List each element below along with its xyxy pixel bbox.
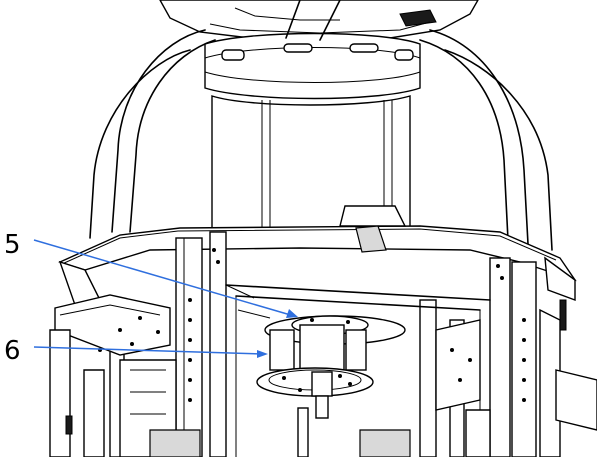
spindle-assembly <box>256 315 406 457</box>
support-arms <box>89 0 553 251</box>
upper-ring <box>204 32 421 100</box>
right-machinery <box>359 299 597 457</box>
callout-5-arrowhead <box>286 309 298 318</box>
callout-6: 6 <box>4 336 268 366</box>
callout-5: 5 <box>4 230 298 318</box>
left-machinery <box>49 294 201 457</box>
callout-5-leader <box>33 239 295 317</box>
callout-5-label: 5 <box>4 230 21 260</box>
callout-6-leader <box>33 346 265 355</box>
callout-6-label: 6 <box>4 336 21 366</box>
callout-6-arrowhead <box>257 350 268 358</box>
inner-frame <box>225 284 491 457</box>
